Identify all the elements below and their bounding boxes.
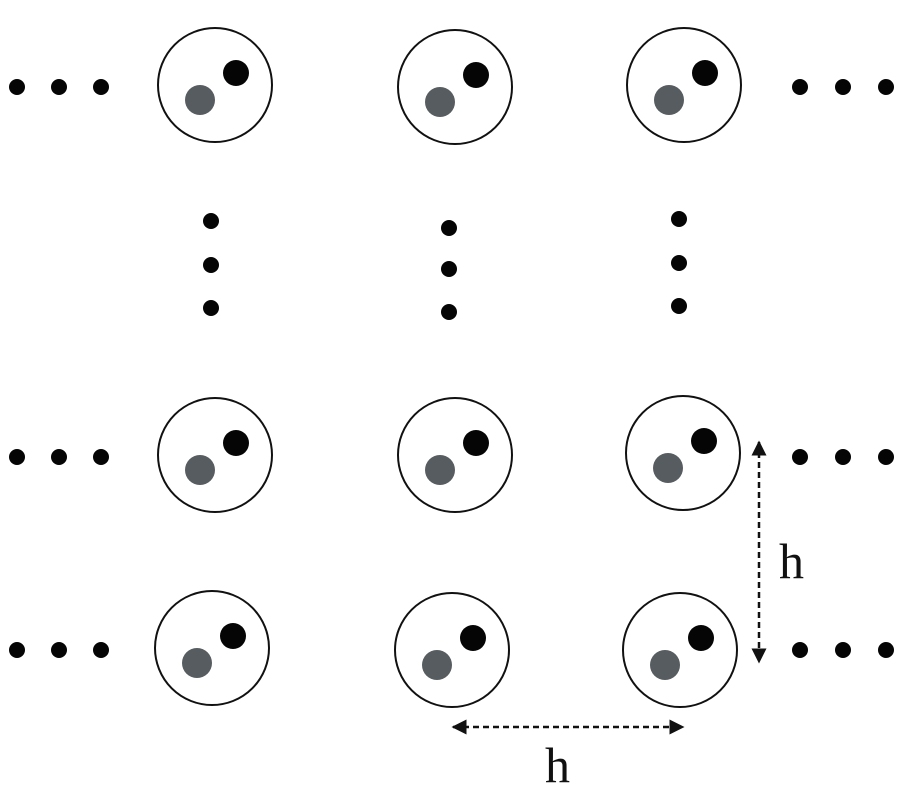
ellipsis-dot-vertical (671, 211, 687, 227)
ellipsis-dot-right (792, 642, 808, 658)
ellipsis-dot-right (792, 79, 808, 95)
cell-outline (154, 590, 270, 706)
ellipsis-dot-vertical (671, 255, 687, 271)
lattice-cell (154, 590, 270, 706)
cell-outline (626, 27, 742, 143)
ellipsis-dot-vertical (441, 220, 457, 236)
ellipsis-dot-right (878, 449, 894, 465)
ellipsis-dot-right (835, 449, 851, 465)
ellipsis-dot-right (878, 79, 894, 95)
lattice-cell (397, 397, 513, 513)
lattice-cell (622, 592, 738, 708)
dark-particle (223, 60, 249, 86)
lattice-cell (626, 27, 742, 143)
cell-outline (394, 592, 510, 708)
dark-particle (688, 625, 714, 651)
ellipsis-dot-left (93, 79, 109, 95)
dark-particle (223, 430, 249, 456)
ellipsis-dot-left (51, 642, 67, 658)
ellipsis-dot-left (9, 642, 25, 658)
vertical-spacing-label: h (779, 533, 804, 589)
cell-outline (157, 397, 273, 513)
lattice-cell (397, 29, 513, 145)
gray-particle (422, 650, 452, 680)
dark-particle (220, 623, 246, 649)
gray-particle (653, 453, 683, 483)
ellipsis-dot-right (792, 449, 808, 465)
gray-particle (425, 455, 455, 485)
ellipsis-dot-right (835, 79, 851, 95)
ellipsis-dot-left (9, 79, 25, 95)
dark-particle (463, 430, 489, 456)
ellipsis-dot-left (93, 449, 109, 465)
gray-particle (182, 648, 212, 678)
cell-outline (625, 395, 741, 511)
ellipsis-dot-vertical (203, 257, 219, 273)
ellipsis-dot-vertical (441, 261, 457, 277)
gray-particle (650, 650, 680, 680)
horizontal-spacing-label: h (545, 737, 570, 793)
gray-particle (425, 87, 455, 117)
gray-particle (185, 455, 215, 485)
ellipsis-dot-right (835, 642, 851, 658)
gray-particle (185, 85, 215, 115)
ellipsis-dot-vertical (203, 213, 219, 229)
cell-outline (157, 27, 273, 143)
ellipsis-dot-left (93, 642, 109, 658)
ellipsis-dot-left (9, 449, 25, 465)
ellipsis-dot-left (51, 449, 67, 465)
cell-outline (397, 397, 513, 513)
dark-particle (692, 60, 718, 86)
ellipsis-dot-right (878, 642, 894, 658)
dark-particle (460, 625, 486, 651)
ellipsis-dot-vertical (203, 300, 219, 316)
dark-particle (463, 62, 489, 88)
lattice-cell (157, 27, 273, 143)
dark-particle (691, 428, 717, 454)
ellipsis-dot-vertical (441, 304, 457, 320)
lattice-cell (157, 397, 273, 513)
lattice-cell (625, 395, 741, 511)
gray-particle (654, 85, 684, 115)
cell-outline (622, 592, 738, 708)
ellipsis-dot-left (51, 79, 67, 95)
ellipsis-dot-vertical (671, 298, 687, 314)
lattice-cell (394, 592, 510, 708)
cell-outline (397, 29, 513, 145)
